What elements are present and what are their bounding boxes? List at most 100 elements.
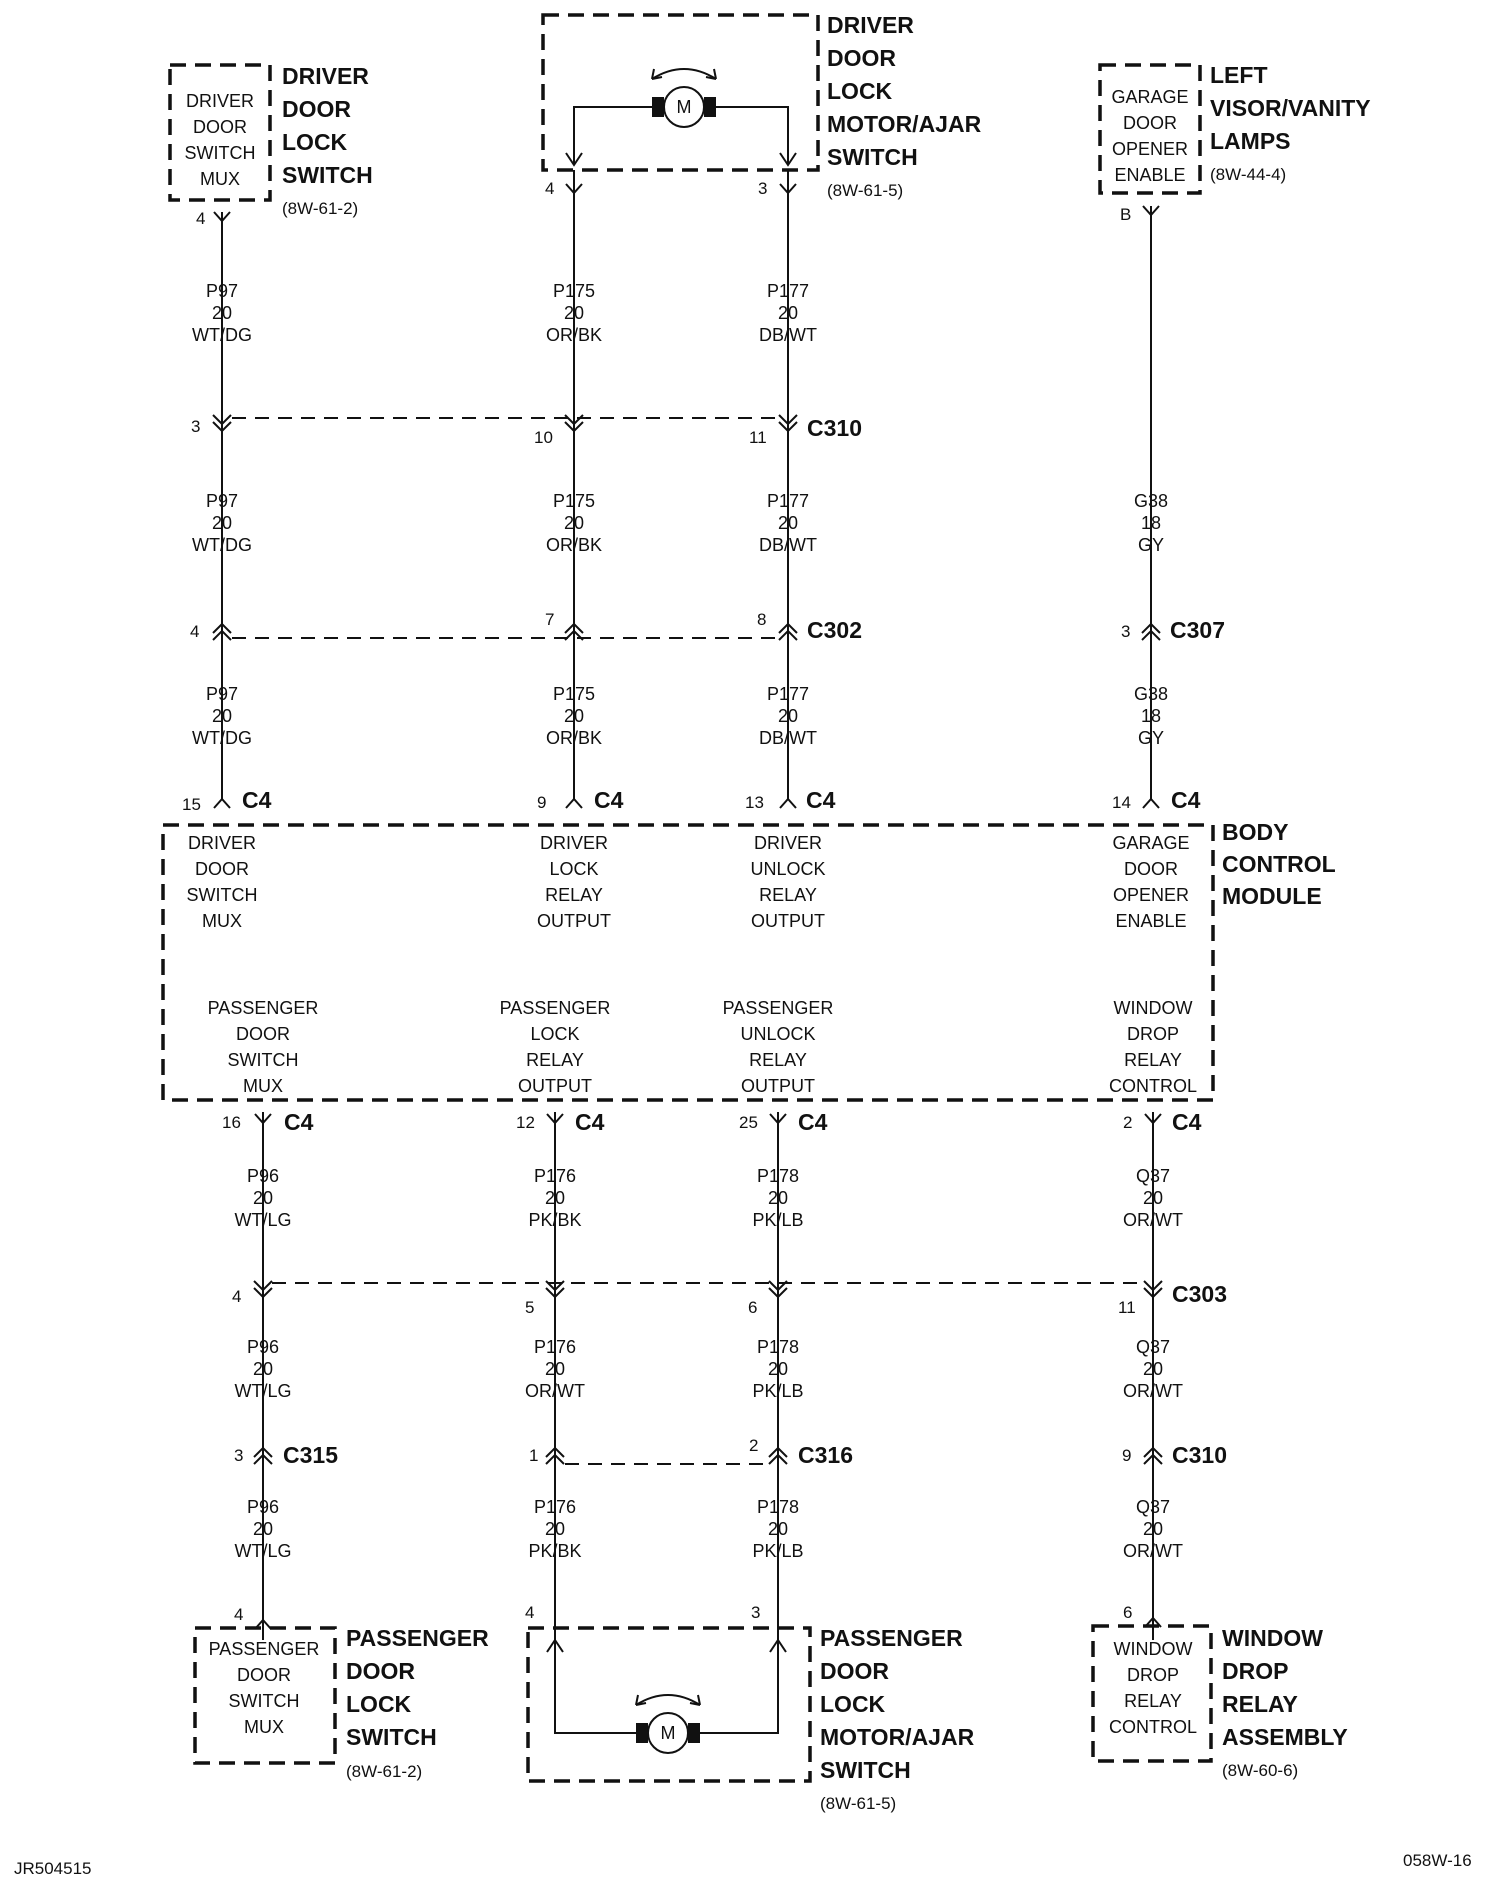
component-name: ASSEMBLY [1222, 1724, 1348, 1750]
wire-label: WT/LG [235, 1210, 292, 1230]
component-name: MODULE [1222, 883, 1322, 909]
bcm-terminal-icon [546, 1113, 564, 1125]
bcm-pin-function: RELAY [1124, 1050, 1182, 1070]
bcm-pin-function: DRIVER [188, 833, 256, 853]
pin-number: 25 [739, 1113, 758, 1132]
connector-name: C4 [806, 787, 836, 813]
wire-label: DB/WT [759, 325, 817, 345]
component-name: DOOR [820, 1658, 889, 1684]
motor-terminal [652, 97, 664, 117]
wire-label: WT/DG [192, 325, 252, 345]
pin-number: 3 [758, 179, 767, 198]
wire-label: P175 [553, 684, 595, 704]
wire-label: WT/LG [235, 1541, 292, 1561]
bcm-pin-function: DOOR [236, 1024, 290, 1044]
component-inner-label: DOOR [1123, 113, 1177, 133]
inline-connector-icon [545, 1280, 565, 1299]
bcm-pin-function: DRIVER [540, 833, 608, 853]
bcm-pin-function: PASSENGER [208, 998, 319, 1018]
reference-code: (8W-60-6) [1222, 1761, 1298, 1780]
motor-terminal [704, 97, 716, 117]
connector-name: C310 [807, 415, 862, 441]
bcm-pin-function: RELAY [749, 1050, 807, 1070]
bcm-pin-function: RELAY [759, 885, 817, 905]
inline-connector-icon [253, 1446, 273, 1465]
pin-number: 11 [749, 428, 767, 447]
pin-number: 11 [1118, 1298, 1136, 1317]
connector-name: C315 [283, 1442, 338, 1468]
wire-label: Q37 [1136, 1497, 1170, 1517]
pin-number: 13 [745, 793, 764, 812]
pin-number: 6 [748, 1298, 757, 1317]
wire-label: P177 [767, 684, 809, 704]
wire-label: 20 [1143, 1519, 1163, 1539]
figure-code-right: 058W-16 [1403, 1851, 1472, 1870]
connector-name: C307 [1170, 617, 1225, 643]
wire-label: 20 [545, 1188, 565, 1208]
pin-number: 3 [1121, 622, 1130, 641]
wire-label: DB/WT [759, 535, 817, 555]
reference-code: (8W-61-2) [282, 199, 358, 218]
component-inner-label: ENABLE [1114, 165, 1185, 185]
wire-label: 20 [768, 1519, 788, 1539]
component-name: LAMPS [1210, 128, 1291, 154]
arrowhead-icon [651, 68, 663, 80]
wire-label: OR/WT [1123, 1210, 1183, 1230]
component-name: PASSENGER [346, 1625, 489, 1651]
component-name: PASSENGER [820, 1625, 963, 1651]
component-inner-label: MUX [244, 1717, 284, 1737]
bcm-pin-function: OUTPUT [518, 1076, 592, 1096]
connector-name: C310 [1172, 1442, 1227, 1468]
bcm-pin-function: MUX [202, 911, 242, 931]
wire-label: OR/BK [546, 535, 602, 555]
component-name: DRIVER [282, 63, 369, 89]
wire-label: OR/WT [1123, 1381, 1183, 1401]
component-inner-label: OPENER [1112, 139, 1188, 159]
bcm-pin-function: SWITCH [187, 885, 258, 905]
inline-connector-icon [212, 414, 232, 433]
component-name: SWITCH [820, 1757, 911, 1783]
bcm-pin-function: GARAGE [1112, 833, 1189, 853]
pin-number: 3 [751, 1603, 760, 1622]
motor-terminal [636, 1723, 648, 1743]
pin-number: 3 [191, 417, 200, 436]
terminal-icon [254, 1618, 272, 1630]
arrowhead-icon [689, 1694, 701, 1706]
driver-motor-wiring [573, 106, 789, 165]
wire-label: GY [1138, 728, 1164, 748]
motor-label: M [677, 97, 692, 117]
component-name: SWITCH [827, 144, 918, 170]
connector-name: C4 [284, 1109, 314, 1135]
component-inner-label: DRIVER [186, 91, 254, 111]
driver-door-switch-box [168, 63, 272, 202]
wire-label: 20 [253, 1519, 273, 1539]
component-inner-label: SWITCH [185, 143, 256, 163]
bcm-pin-function: UNLOCK [750, 859, 825, 879]
bcm-terminal-icon [1142, 797, 1160, 809]
wire-label: Q37 [1136, 1166, 1170, 1186]
inline-connector-icon [1143, 1280, 1163, 1299]
connector-name: C4 [1171, 787, 1201, 813]
wire-label: 20 [778, 303, 798, 323]
component-name: LOCK [282, 129, 348, 155]
component-inner-label: DOOR [193, 117, 247, 137]
component-inner-label: DOOR [237, 1665, 291, 1685]
wire-label: PK/BK [528, 1210, 581, 1230]
passenger-motor-icon [647, 1712, 689, 1754]
connector-symbols [212, 68, 1163, 1754]
body-control-module-box [161, 823, 1215, 1102]
wire-label: 20 [212, 706, 232, 726]
driver-motor-icon [663, 86, 705, 128]
component-name: BODY [1222, 819, 1288, 845]
bcm-pin-function: WINDOW [1114, 998, 1193, 1018]
pin-number: 14 [1112, 793, 1131, 812]
wire-label: P176 [534, 1337, 576, 1357]
wire-label: Q37 [1136, 1337, 1170, 1357]
pin-number: 4 [545, 179, 554, 198]
wire-label: P96 [247, 1497, 279, 1517]
connector-name: C316 [798, 1442, 853, 1468]
wire-label: 20 [212, 303, 232, 323]
component-name: SWITCH [282, 162, 373, 188]
pin-number: 1 [529, 1446, 538, 1465]
pin-number: 12 [516, 1113, 535, 1132]
